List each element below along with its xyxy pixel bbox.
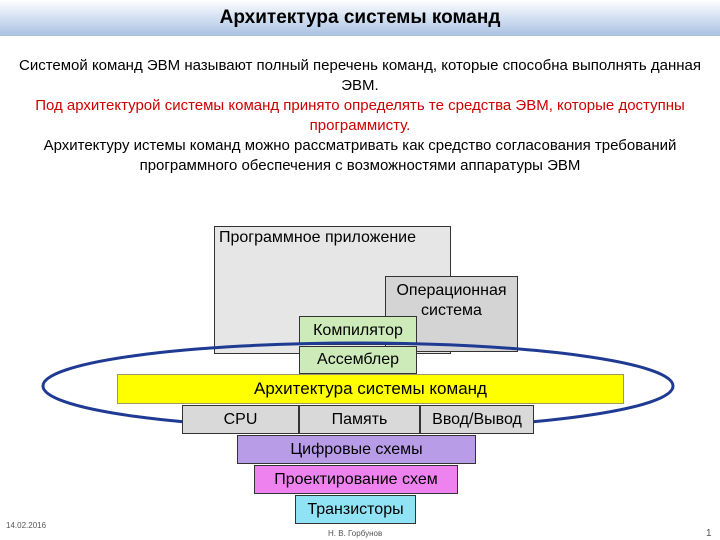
cpu-box: CPU bbox=[182, 405, 299, 434]
footer-author: Н. В. Горбунов bbox=[328, 529, 383, 538]
paragraph-coordination: Архитектуру истемы команд можно рассматр… bbox=[43, 137, 677, 174]
assembler-box: Ассемблер bbox=[299, 346, 417, 374]
digital-circuits-box: Цифровые схемы bbox=[237, 435, 476, 464]
circuit-design-box: Проектирование схем bbox=[254, 465, 458, 494]
intro-text: Системой команд ЭВМ называют полный пере… bbox=[10, 56, 710, 176]
io-box: Ввод/Вывод bbox=[420, 405, 534, 434]
transistors-box: Транзисторы bbox=[295, 495, 416, 524]
page-number: 1 bbox=[706, 528, 712, 539]
isa-box: Архитектура системы команд bbox=[117, 374, 624, 404]
paragraph-architecture: Под архитектурой системы команд принято … bbox=[35, 97, 685, 134]
footer-date: 14.02.2016 bbox=[6, 521, 47, 530]
compiler-box: Компилятор bbox=[299, 316, 417, 345]
memory-box: Память bbox=[299, 405, 420, 434]
paragraph-definition: Системой команд ЭВМ называют полный пере… bbox=[18, 57, 702, 94]
operating-system-box: Операционная система bbox=[385, 276, 518, 352]
slide-title: Архитектура системы команд bbox=[0, 0, 720, 36]
